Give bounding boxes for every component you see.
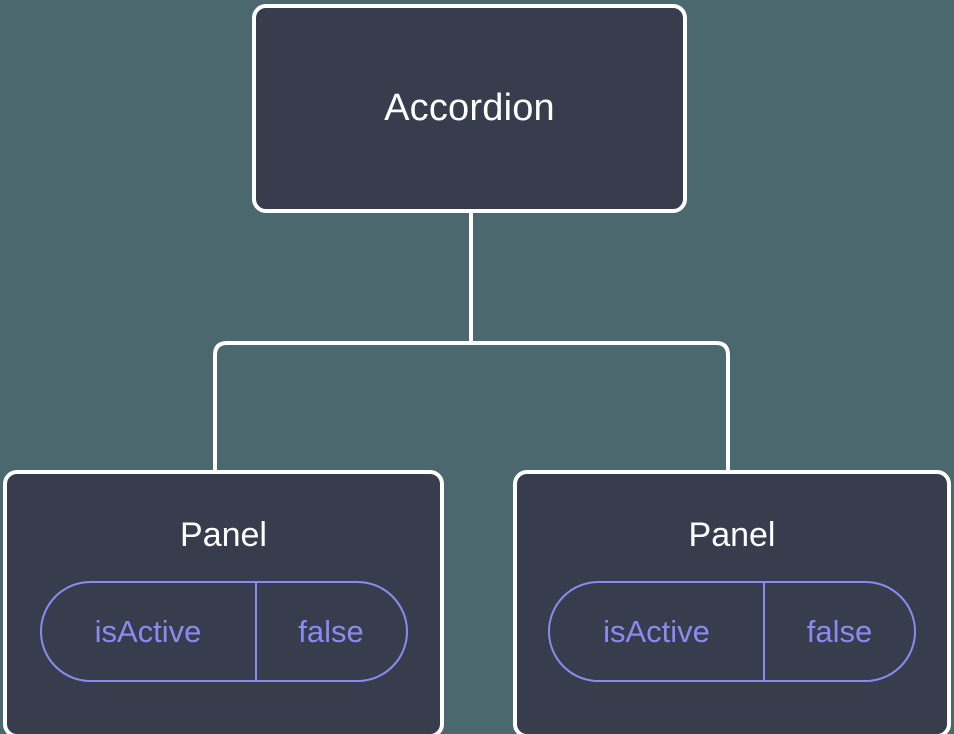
prop-key-isactive-1: isActive	[94, 614, 202, 649]
node-accordion[interactable]: Accordion	[252, 4, 687, 213]
node-panel-1[interactable]: Panel isActive false	[3, 470, 444, 734]
prop-badge-isactive-1[interactable]: isActive false	[39, 581, 408, 682]
node-panel-2-label: Panel	[688, 516, 776, 554]
node-accordion-label: Accordion	[384, 87, 555, 129]
prop-value-isactive-2: false	[763, 583, 914, 680]
prop-badge-isactive-2[interactable]: isActive false	[548, 581, 916, 682]
prop-key-isactive-2: isActive	[603, 614, 710, 649]
connector-branch-left	[213, 341, 471, 472]
prop-value-isactive-1: false	[254, 583, 406, 680]
connector-branch-right	[471, 341, 730, 472]
node-panel-2[interactable]: Panel isActive false	[513, 470, 951, 734]
node-panel-1-label: Panel	[180, 516, 267, 554]
